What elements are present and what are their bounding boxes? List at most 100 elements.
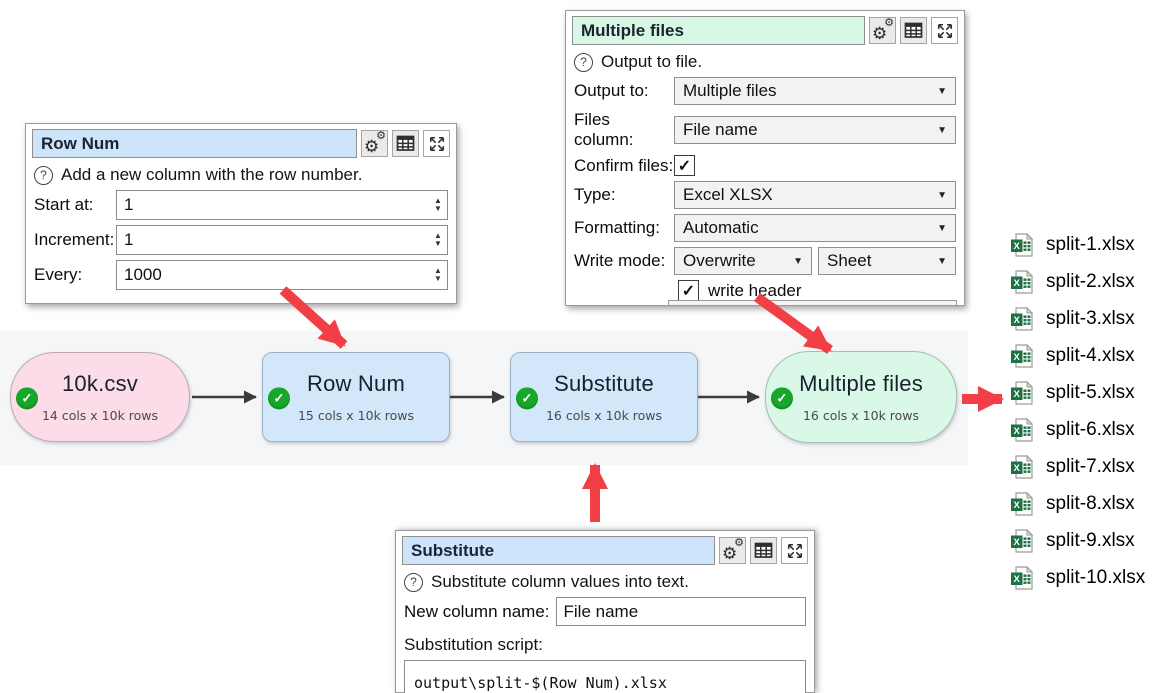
output-file-item[interactable]: X split-2.xlsx: [1010, 268, 1135, 296]
every-spinbox[interactable]: ▲ ▼: [116, 260, 448, 290]
status-ok-icon: ✓: [16, 387, 38, 410]
node-transform-substitute[interactable]: ✓ Substitute 16 cols x 10k rows: [510, 352, 698, 442]
confirm-files-checkbox[interactable]: ✓: [674, 155, 695, 176]
form-row-new-column-name: New column name:: [404, 597, 806, 626]
status-ok-icon: ✓: [516, 387, 538, 410]
sheet-mode-dropdown[interactable]: Sheet ▼: [818, 247, 956, 275]
check-icon: ✓: [681, 282, 696, 300]
increment-input[interactable]: [117, 230, 429, 250]
new-column-name-input[interactable]: [556, 601, 805, 622]
gear-icon: ⚙: [872, 24, 888, 43]
svg-text:X: X: [1014, 463, 1021, 474]
table-view-button[interactable]: [392, 130, 419, 157]
expand-arrows-icon: [937, 23, 952, 38]
maximize-button[interactable]: [423, 130, 450, 157]
svg-text:X: X: [1014, 315, 1021, 326]
maximize-button[interactable]: [781, 537, 808, 564]
output-file-item[interactable]: X split-6.xlsx: [1010, 416, 1135, 444]
output-file-item[interactable]: X split-4.xlsx: [1010, 342, 1135, 370]
help-row: ? Output to file.: [574, 52, 956, 72]
increment-spinbox[interactable]: ▲ ▼: [116, 225, 448, 255]
file-name: split-3.xlsx: [1046, 308, 1135, 329]
gear-small-icon: ⚙: [376, 130, 386, 142]
table-icon: [396, 135, 415, 151]
node-dimensions: 14 cols x 10k rows: [41, 408, 159, 423]
node-dimensions: 16 cols x 10k rows: [545, 408, 663, 423]
type-dropdown[interactable]: Excel XLSX ▼: [674, 181, 956, 209]
help-row: ? Add a new column with the row number.: [34, 165, 448, 185]
spinner-arrows[interactable]: ▲ ▼: [429, 197, 447, 213]
output-file-item[interactable]: X split-8.xlsx: [1010, 490, 1135, 518]
gear-small-icon: ⚙: [734, 537, 744, 549]
files-column-dropdown[interactable]: File name ▼: [674, 116, 956, 144]
file-name: split-5.xlsx: [1046, 382, 1135, 403]
output-file-item[interactable]: X split-5.xlsx: [1010, 379, 1135, 407]
form-row-every: Every: ▲ ▼: [34, 260, 448, 290]
chevron-down-icon: ▼: [937, 222, 947, 234]
maximize-button[interactable]: [931, 17, 958, 44]
settings-button[interactable]: ⚙ ⚙: [869, 17, 896, 44]
node-dimensions: 15 cols x 10k rows: [297, 408, 415, 423]
node-input-10k-csv[interactable]: ✓ 10k.csv 14 cols x 10k rows: [10, 352, 190, 442]
node-name-field[interactable]: Multiple files: [572, 16, 865, 45]
check-icon: ✓: [677, 157, 692, 175]
field-label: Start at:: [34, 195, 94, 214]
table-view-button[interactable]: [750, 537, 777, 564]
panel-multiple-files: Multiple files ⚙ ⚙: [565, 10, 965, 306]
formatting-dropdown[interactable]: Automatic ▼: [674, 214, 956, 242]
chevron-down-icon: ▼: [937, 124, 947, 136]
form-row-increment: Increment: ▲ ▼: [34, 225, 448, 255]
form-row-confirm-files: Confirm files: ✓: [574, 155, 956, 176]
output-file-item[interactable]: X split-3.xlsx: [1010, 305, 1135, 333]
node-transform-row-num[interactable]: ✓ Row Num 15 cols x 10k rows: [262, 352, 450, 442]
script-label: Substitution script:: [404, 635, 543, 654]
settings-button[interactable]: ⚙ ⚙: [719, 537, 746, 564]
output-to-dropdown[interactable]: Multiple files ▼: [674, 77, 956, 105]
node-title: 10k.csv: [62, 371, 138, 396]
help-text: Output to file.: [601, 52, 703, 71]
output-file-item[interactable]: X split-9.xlsx: [1010, 527, 1135, 555]
excel-file-icon: X: [1011, 417, 1034, 442]
clipped-next-control: [668, 300, 957, 305]
help-icon[interactable]: ?: [574, 52, 593, 72]
file-name: split-9.xlsx: [1046, 530, 1135, 551]
field-label: Confirm files:: [574, 155, 674, 175]
status-ok-icon: ✓: [268, 387, 290, 410]
node-title: Multiple files: [799, 371, 923, 396]
output-file-item[interactable]: X split-1.xlsx: [1010, 231, 1135, 259]
file-name: split-4.xlsx: [1046, 345, 1135, 366]
help-icon[interactable]: ?: [404, 572, 423, 592]
panel-substitute: Substitute ⚙ ⚙: [395, 530, 815, 693]
node-name-field[interactable]: Row Num: [32, 129, 357, 158]
help-icon[interactable]: ?: [34, 165, 53, 185]
write-mode-dropdown[interactable]: Overwrite ▼: [674, 247, 812, 275]
table-view-button[interactable]: [900, 17, 927, 44]
dropdown-value: Sheet: [827, 251, 872, 270]
dropdown-value: Automatic: [683, 218, 759, 237]
settings-button[interactable]: ⚙ ⚙: [361, 130, 388, 157]
chevron-down-icon: ▼: [937, 189, 947, 201]
node-dimensions: 16 cols x 10k rows: [802, 408, 920, 423]
svg-text:X: X: [1014, 241, 1021, 252]
spinner-arrows[interactable]: ▲ ▼: [429, 232, 447, 248]
checkbox-label: write header: [708, 280, 802, 300]
write-header-checkbox[interactable]: ✓: [678, 280, 699, 301]
node-output-multiple-files[interactable]: ✓ Multiple files 16 cols x 10k rows: [765, 351, 957, 443]
substitution-script-editor[interactable]: output\split-$(Row Num).xlsx: [404, 660, 806, 693]
field-label: Files column:: [574, 110, 634, 149]
panel-row-num: Row Num ⚙ ⚙: [25, 123, 457, 304]
start-at-spinbox[interactable]: ▲ ▼: [116, 190, 448, 220]
help-text: Substitute column values into text.: [431, 572, 689, 591]
field-label: New column name:: [404, 601, 550, 621]
output-file-item[interactable]: X split-7.xlsx: [1010, 453, 1135, 481]
start-at-input[interactable]: [117, 195, 429, 215]
dropdown-value: Overwrite: [683, 251, 756, 270]
node-name-field[interactable]: Substitute: [402, 536, 715, 565]
new-column-name-field[interactable]: [555, 597, 806, 626]
every-input[interactable]: [117, 265, 429, 285]
output-file-item[interactable]: X split-10.xlsx: [1010, 564, 1145, 592]
file-name: split-10.xlsx: [1046, 567, 1146, 588]
spin-down-icon: ▼: [434, 274, 442, 283]
spinner-arrows[interactable]: ▲ ▼: [429, 267, 447, 283]
